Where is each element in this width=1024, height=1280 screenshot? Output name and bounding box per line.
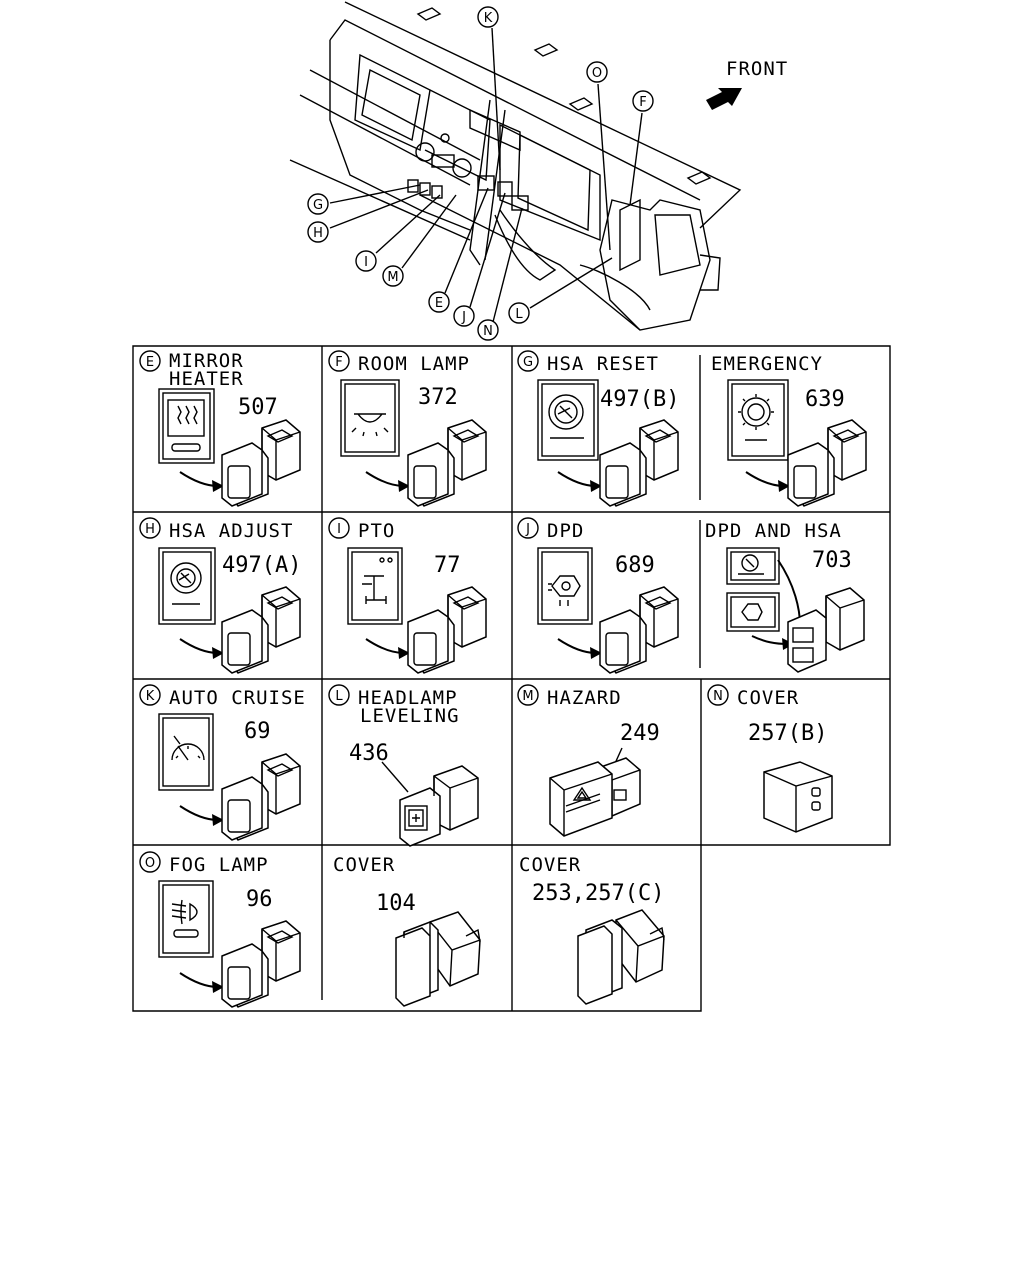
cell-cover-253-257c: COVER 253,257(C) [519, 854, 665, 1005]
part-number: 689 [615, 553, 655, 578]
cell-cover-257b: N COVER 257(B) [707, 684, 833, 833]
callout-j: J [461, 310, 466, 325]
cell-title: COVER [519, 854, 581, 876]
cell-title: COVER [737, 687, 799, 709]
room-lamp-icon [340, 379, 400, 457]
hsa-adjust-icon [158, 547, 216, 625]
callout-h: H [313, 226, 323, 241]
callout-n: N [483, 324, 493, 339]
mirror-heater-icon [158, 388, 215, 464]
cell-letter: K [146, 689, 155, 704]
cell-title-line1: HEADLAMP [358, 687, 458, 709]
cell-dpd: J DPD 689 [517, 517, 679, 674]
callout-g: G [313, 198, 323, 213]
cell-cover-104: COVER 104 [333, 854, 481, 1007]
cell-letter: F [335, 355, 342, 370]
cell-title: AUTO CRUISE [169, 687, 306, 709]
cell-letter: J [525, 522, 530, 537]
callout-o: O [592, 66, 602, 81]
cell-emergency: EMERGENCY 639 [711, 353, 867, 507]
dashboard-overview [289, 1, 742, 331]
cell-title-line2: LEVELING [360, 705, 460, 727]
cell-letter: I [337, 522, 341, 537]
callout-f: F [639, 95, 646, 110]
cell-title: ROOM LAMP [358, 353, 470, 375]
callout-i: I [364, 255, 368, 270]
cell-auto-cruise: K AUTO CRUISE 69 [139, 684, 306, 841]
front-label: FRONT [726, 58, 788, 80]
cell-title: EMERGENCY [711, 353, 823, 375]
part-number: 497(B) [600, 387, 679, 412]
cell-title: HAZARD [547, 687, 622, 709]
callout-k: K [484, 11, 493, 26]
cell-letter: O [145, 856, 155, 871]
cell-title-line1: MIRROR [169, 350, 244, 372]
cover-253-part [577, 909, 665, 1005]
cell-headlamp-leveling: L HEADLAMP LEVELING 436 [328, 684, 479, 847]
part-number: 703 [812, 548, 852, 573]
part-number: 253,257(C) [532, 881, 664, 906]
callout-l: L [515, 307, 523, 322]
cell-title-line2: HEATER [169, 368, 244, 390]
part-number: 77 [434, 553, 461, 578]
part-number: 69 [244, 719, 271, 744]
callout-m: M [387, 270, 398, 285]
auto-cruise-icon [158, 713, 214, 791]
cell-hsa-adjust: H HSA ADJUST 497(A) [139, 517, 301, 674]
cell-letter: H [145, 522, 155, 537]
cell-title: HSA ADJUST [169, 520, 293, 542]
cell-title: HSA RESET [547, 353, 659, 375]
part-number: 639 [805, 387, 845, 412]
emergency-icon [727, 379, 789, 461]
cell-title: FOG LAMP [169, 854, 269, 876]
cell-letter: N [713, 689, 723, 704]
part-number: 436 [349, 741, 389, 766]
overview-callouts: K O F G H I M E J N L FRONT [307, 6, 788, 341]
parts-grid [132, 345, 891, 1012]
part-number: 497(A) [222, 553, 301, 578]
cell-fog-lamp: O FOG LAMP 96 [139, 851, 301, 1008]
cover-104-part [395, 911, 481, 1007]
cell-mirror-heater: E MIRROR HEATER 507 [139, 350, 301, 507]
pto-icon [347, 547, 403, 625]
cell-title: DPD [547, 520, 584, 542]
hazard-switch [549, 757, 641, 837]
cell-letter: L [335, 689, 343, 704]
cell-room-lamp: F ROOM LAMP 372 [328, 350, 487, 507]
cell-dpd-and-hsa: DPD AND HSA 703 [705, 520, 865, 673]
part-number: 104 [376, 891, 416, 916]
callout-e: E [435, 296, 443, 311]
cover-257b-part [763, 761, 833, 833]
cell-pto: I PTO 77 [328, 517, 487, 674]
cell-hsa-reset: G HSA RESET 497(B) [517, 350, 679, 507]
fog-lamp-icon [158, 880, 214, 958]
dual-switch [787, 587, 865, 673]
cell-letter: E [146, 355, 154, 370]
dpd-icon [537, 547, 593, 625]
cell-letter: M [522, 689, 533, 704]
part-number: 257(B) [748, 721, 827, 746]
hsa-reset-icon [537, 379, 599, 461]
leveling-switch [399, 765, 479, 847]
cell-title: PTO [358, 520, 395, 542]
part-number: 249 [620, 721, 660, 746]
cell-hazard: M HAZARD 249 [517, 684, 660, 837]
dpd-small-icon [726, 592, 780, 632]
cell-title: DPD AND HSA [705, 520, 842, 542]
part-number: 96 [246, 887, 273, 912]
front-arrow-icon [706, 88, 742, 110]
part-number: 507 [238, 395, 278, 420]
cell-title: COVER [333, 854, 395, 876]
part-number: 372 [418, 385, 458, 410]
hsa-small-icon [726, 547, 780, 585]
cell-letter: G [523, 355, 533, 370]
